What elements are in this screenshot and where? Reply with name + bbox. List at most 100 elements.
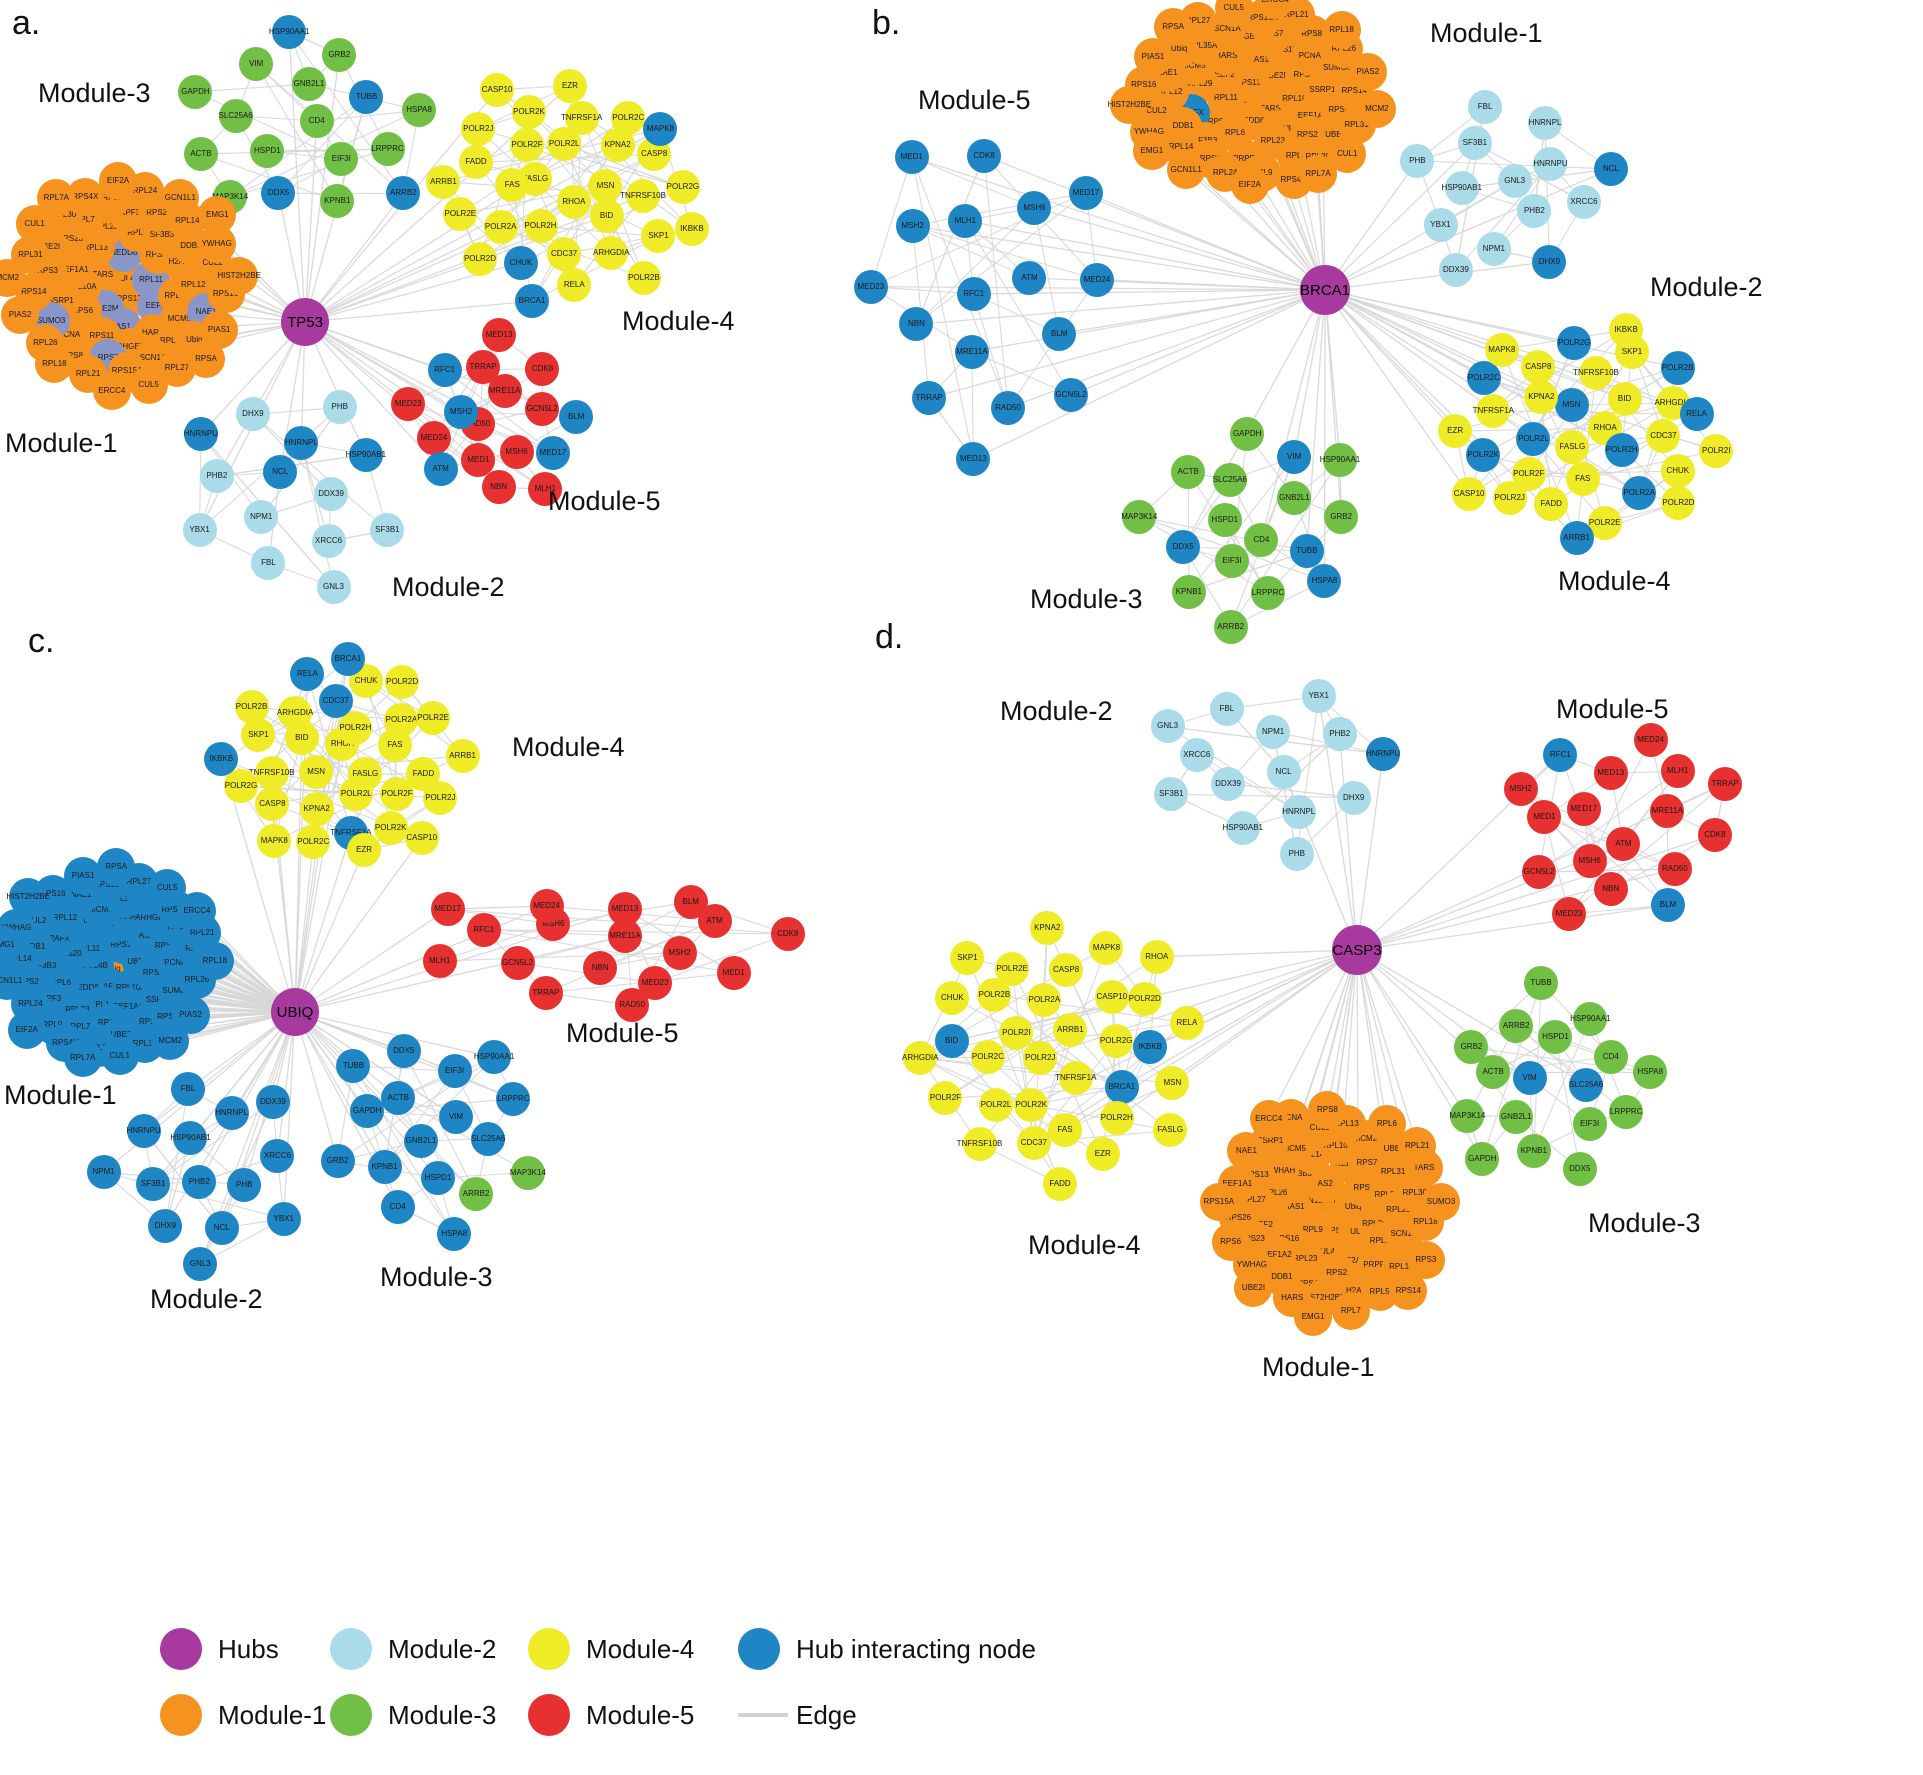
edge — [912, 225, 1030, 279]
gene-node-label: RPL11 — [76, 943, 101, 953]
gene-node-label: DDX5 — [393, 1046, 415, 1056]
gene-node: RFC1 — [466, 912, 501, 947]
module-label-module-4-c: Module-4 — [512, 732, 625, 762]
edge — [870, 157, 913, 287]
gene-node-label: FAS — [1575, 473, 1591, 483]
gene-node-label: POLR2I — [1702, 445, 1731, 455]
gene-node-label: RPS3 — [138, 1016, 160, 1026]
gene-node: POLR2L — [979, 1088, 1014, 1123]
edge — [915, 155, 985, 325]
gene-node: RELA — [557, 267, 592, 302]
gene-node-label: TNFRSF10B — [620, 190, 666, 200]
edge — [195, 91, 342, 160]
gene-node: EZR — [552, 68, 587, 103]
gene-node-label: HIST2H2BE — [1107, 99, 1152, 109]
gene-node-label: DHX9 — [1343, 792, 1365, 802]
gene-node-label: PHB2 — [1329, 729, 1351, 739]
gene-node-label: RPL24 — [18, 999, 43, 1009]
gene-node-label: ARRB1 — [1057, 1025, 1084, 1035]
gene-node: SLC25A6 — [1213, 463, 1247, 498]
gene-node-label: FADD — [465, 157, 487, 167]
gene-node-label: SLC25A6 — [218, 110, 253, 120]
gene-node-label: DDB1 — [23, 941, 46, 951]
gene-node: FAS — [495, 167, 530, 202]
gene-node-label: ERCC4 — [183, 906, 211, 916]
module-label-module-4-a: Module-4 — [622, 306, 735, 336]
gene-node-label: XRCC6 — [1183, 749, 1211, 759]
gene-node-label: UBE2M — [1384, 1144, 1412, 1153]
gene-node-label: TNFRSF1A — [560, 112, 603, 122]
gene-node-label: CASP8 — [1525, 362, 1552, 372]
gene-node: SF3B1 — [136, 1167, 171, 1202]
gene-node-label: RPL12 — [1157, 87, 1183, 97]
gene-node: PHB — [1279, 837, 1314, 872]
gene-node: YBX1 — [1423, 207, 1458, 242]
gene-node-label: MCM2 — [158, 1036, 182, 1046]
edge — [965, 220, 1326, 291]
edge — [912, 192, 1087, 227]
edge — [1324, 289, 1456, 432]
gene-node-label: RPL14 — [175, 215, 200, 225]
gene-node: ATM — [423, 451, 458, 486]
gene-node: ARHGDIA — [593, 235, 629, 270]
gene-node-label: POLR2A — [484, 222, 517, 232]
gene-node: MLH1 — [528, 472, 563, 507]
gene-node: CASP10 — [404, 821, 439, 856]
gene-node-label: CASP10 — [481, 84, 513, 94]
edge — [1059, 289, 1326, 335]
gene-node: KPNA2 — [299, 792, 334, 827]
gene-node: BLM — [559, 399, 594, 434]
gene-node-label: RELA — [1686, 409, 1707, 419]
gene-node-label: SSRP1 — [1309, 84, 1336, 94]
gene-node-label: RPS15 — [93, 879, 120, 889]
gene-node-label: POLR2G — [1557, 337, 1591, 347]
gene-node-label: ATM — [432, 463, 449, 473]
gene-node-label: SF3B1 — [375, 525, 400, 535]
gene-node-label: YBX1 — [1430, 219, 1451, 229]
gene-node-label: BRCA1 — [334, 653, 362, 663]
edge — [200, 321, 306, 435]
gene-node-label: CDK8 — [1704, 829, 1726, 839]
gene-node-label: HSPD1 — [253, 145, 281, 155]
gene-node: ACTB — [183, 136, 218, 171]
gene-node: RPL7A — [63, 1039, 102, 1078]
gene-node-label: RPL11 — [139, 275, 163, 285]
gene-node-label: TRRAP — [1711, 778, 1739, 788]
gene-node: BLM — [673, 884, 708, 919]
gene-node-label: TUBB — [355, 92, 378, 102]
gene-node-label: MCM5 — [167, 313, 192, 323]
gene-node-label: RPL31 — [132, 1038, 158, 1048]
gene-node-label: RPL7A — [43, 192, 70, 202]
gene-node-label: NPM1 — [1262, 726, 1285, 736]
gene-node: FADD — [458, 145, 493, 180]
module-label-module-1-d: Module-1 — [1262, 1352, 1375, 1382]
gene-node-label: MED24 — [1637, 734, 1664, 744]
gene-node-label: PHB2 — [1523, 205, 1545, 215]
gene-node: KPNB1 — [367, 1149, 402, 1184]
gene-node: ARRB2 — [386, 176, 421, 211]
gene-node: MED23 — [853, 269, 888, 304]
gene-node: NBN — [1593, 872, 1628, 907]
legend-label: Edge — [796, 1700, 857, 1730]
gene-node-label: EZR — [561, 80, 578, 90]
gene-node: GRB2 — [320, 1144, 355, 1179]
gene-node: MSH6 — [499, 434, 534, 469]
gene-node: HSPA8 — [402, 93, 437, 128]
gene-node-label: TNFRSF1A — [1055, 1073, 1097, 1083]
gene-node-label: TNFRSF10B — [248, 768, 295, 778]
gene-node-label: MED17 — [1570, 803, 1598, 813]
gene-node-label: ARHGEF2 — [111, 341, 149, 351]
gene-node-label: MED24 — [420, 432, 448, 442]
gene-node: RPL7 — [1331, 1291, 1370, 1330]
gene-node-label: LRPPRC — [371, 144, 404, 154]
gene-node: DDX39 — [1211, 766, 1246, 801]
gene-node-label: EIF3I — [1580, 1118, 1600, 1128]
gene-node-label: MSH6 — [542, 919, 565, 929]
gene-node-label: AS1 — [115, 321, 131, 331]
gene-node: EIF3I — [1214, 543, 1249, 578]
gene-node-label: DDX5 — [267, 188, 290, 198]
gene-node: TNFRSF1A — [561, 100, 602, 135]
gene-node-label: CDK8 — [973, 150, 995, 160]
gene-node: CASP10 — [480, 72, 515, 107]
gene-node-label: TRRAP — [532, 987, 560, 997]
